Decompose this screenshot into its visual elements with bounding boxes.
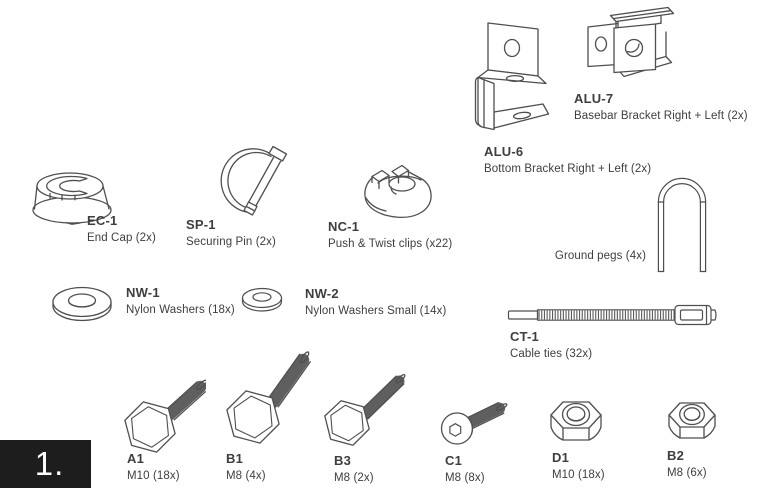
part-label-ec1: EC-1 End Cap (2x) — [87, 214, 156, 245]
part-code-a1: A1 — [127, 451, 145, 466]
part-code-sp1: SP-1 — [186, 217, 216, 232]
part-code-nc1: NC-1 — [328, 219, 360, 234]
part-label-sp1: SP-1 Securing Pin (2x) — [186, 218, 276, 249]
part-code-ec1: EC-1 — [87, 213, 118, 228]
hex-bolt-b3-figure — [320, 369, 408, 451]
part-desc-c1: M8 (8x) — [445, 472, 485, 484]
part-desc-ec1: End Cap (2x) — [87, 232, 156, 244]
part-desc-nc1: Push & Twist clips (x22) — [328, 238, 453, 250]
hex-bolt-long-icon — [226, 351, 311, 444]
lock-nut-small-icon — [668, 402, 716, 439]
cable-tie-icon — [507, 304, 717, 326]
end-cap-figure — [30, 166, 116, 228]
push-twist-clip-figure — [352, 158, 438, 222]
part-code-alu6: ALU-6 — [484, 144, 524, 159]
securing-pin-icon — [220, 145, 288, 216]
lock-nut-icon — [550, 401, 602, 441]
part-code-b1: B1 — [226, 451, 244, 466]
lock-nut-b2-figure — [664, 396, 720, 444]
hex-bolt-short-icon — [324, 373, 406, 446]
nylon-washer-small-icon — [241, 287, 283, 312]
part-desc-ct1: Cable ties (32x) — [510, 348, 593, 360]
bottom-bracket-figure — [474, 16, 552, 136]
part-label-d1: D1 M10 (18x) — [552, 451, 605, 482]
part-desc-d1: M10 (18x) — [552, 469, 605, 481]
part-label-pegs: Ground pegs (4x) — [540, 250, 646, 263]
part-label-nw1: NW-1 Nylon Washers (18x) — [126, 286, 235, 317]
part-code-alu7: ALU-7 — [574, 91, 614, 106]
step-number-box: 1. — [0, 440, 91, 488]
part-label-a1: A1 M10 (18x) — [127, 452, 180, 483]
step-number: 1. — [34, 445, 65, 482]
cable-tie-figure — [506, 301, 720, 329]
securing-pin-figure — [203, 144, 293, 226]
part-desc-a1: M10 (18x) — [127, 470, 180, 482]
part-desc-b3: M8 (2x) — [334, 472, 374, 484]
part-desc-b1: M8 (4x) — [226, 470, 266, 482]
part-label-ct1: CT-1 Cable ties (32x) — [510, 330, 592, 361]
part-desc-nw1: Nylon Washers (18x) — [126, 304, 235, 316]
nylon-washer-figure — [50, 283, 114, 329]
part-label-nc1: NC-1 Push & Twist clips (x22) — [328, 220, 452, 251]
part-label-b1: B1 M8 (4x) — [226, 452, 266, 483]
part-label-alu6: ALU-6 Bottom Bracket Right + Left (2x) — [484, 145, 651, 176]
end-cap-icon — [32, 172, 112, 225]
hex-bolt-a1-figure — [122, 377, 206, 455]
hex-bolt-b1-figure — [224, 351, 312, 449]
part-desc-nw2: Nylon Washers Small (14x) — [305, 305, 447, 317]
button-head-bolt-icon — [440, 402, 508, 445]
basebar-bracket-figure — [581, 2, 677, 86]
part-desc-alu7: Basebar Bracket Right + Left (2x) — [574, 110, 748, 122]
ground-peg-figure — [652, 150, 712, 274]
part-label-nw2: NW-2 Nylon Washers Small (14x) — [305, 287, 446, 318]
hex-bolt-icon — [124, 379, 206, 453]
part-desc-pegs: Ground pegs (4x) — [554, 250, 646, 262]
part-desc-sp1: Securing Pin (2x) — [186, 236, 276, 248]
nylon-washer-small-figure — [240, 285, 284, 317]
part-code-nw2: NW-2 — [305, 286, 339, 301]
part-label-b3: B3 M8 (2x) — [334, 454, 374, 485]
push-twist-clip-icon — [364, 164, 432, 219]
part-code-c1: C1 — [445, 453, 463, 468]
part-code-d1: D1 — [552, 450, 570, 465]
nylon-washer-icon — [52, 286, 112, 322]
part-label-c1: C1 M8 (8x) — [445, 454, 485, 485]
part-code-nw1: NW-1 — [126, 285, 160, 300]
part-desc-b2: M8 (6x) — [667, 467, 707, 479]
part-label-b2: B2 M8 (6x) — [667, 449, 707, 480]
part-label-alu7: ALU-7 Basebar Bracket Right + Left (2x) — [574, 92, 748, 123]
ground-peg-icon — [657, 177, 707, 273]
button-head-bolt-figure — [438, 390, 508, 448]
part-code-ct1: CT-1 — [510, 329, 539, 344]
lock-nut-d1-figure — [546, 394, 606, 446]
part-desc-alu6: Bottom Bracket Right + Left (2x) — [484, 163, 652, 175]
part-code-b2: B2 — [667, 448, 685, 463]
part-code-b3: B3 — [334, 453, 352, 468]
basebar-bracket-icon — [587, 6, 675, 78]
bottom-bracket-icon — [474, 22, 550, 131]
